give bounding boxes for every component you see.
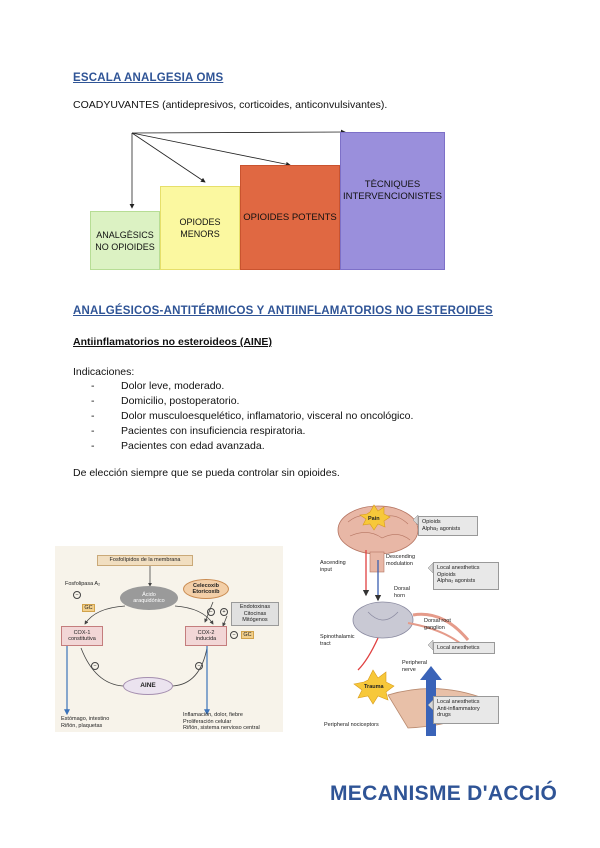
step-analgesics: ANALGÈSICS NO OPIOIDES [90,211,160,270]
minus-circle: − [73,591,81,599]
subtitle-aine: Antiinflamatorios no esteroideos (AINE) [73,336,272,348]
minus-circle: − [230,631,238,639]
minus-circle: − [207,608,215,616]
minus-circle: − [91,662,99,670]
celecoxib-ellipse: Celecoxib Etoricoxib [183,579,229,599]
coadyuvantes-text: COADYUVANTES (antidepresivos, corticoide… [73,99,388,111]
mechanism-title: MECANISME D'ACCIÓ [330,782,558,805]
ascending-label: Ascending input [320,560,346,573]
mediators-box: Endotoxinas Citocinas Mitógenos [231,602,279,626]
aine-ellipse: AINE [123,677,173,695]
membrane-box: Fosfolípidos de la membrana [97,555,193,566]
pain-star [359,504,391,531]
fosfolipasa-label: Fosfolipasa A₂ [65,581,101,587]
nociceptors-label: Peripheral nociceptors [324,722,379,728]
descending-label: Descending modulation [386,554,416,567]
list-item: -Dolor leve, moderado. [91,380,225,392]
cox1-box: COX-1 constitutiva [61,626,103,646]
indications-list: -Dolor leve, moderado. -Domicilio, posto… [91,379,413,454]
list-item: -Pacientes con edad avanzada. [91,440,265,452]
pain-diagram: Pain Opioids Alpha₂ agonists Ascending i… [318,500,548,740]
spinothalamic-label: Spinothalamic tract [320,634,355,647]
arrow-line [131,132,291,167]
local-anesthetics-box-2: Local anesthetics [433,642,495,654]
arrow-line [131,129,346,135]
step-opiodes-menors: OPIODES MENORS [160,186,240,270]
section-title-escala: ESCALA ANALGESIA OMS [73,72,224,84]
section-title-aine: ANALGÉSICOS-ANTITÉRMICOS Y ANTIINFLAMATO… [73,305,493,317]
list-item: -Domicilio, postoperatorio. [91,395,240,407]
cox-diagram: Fosfolípidos de la membrana Fosfolipasa … [55,546,283,732]
trauma-star [353,669,395,705]
step-tecniques: TÈCNIQUES INTERVENCIONISTES [340,132,445,270]
choice-note: De elección siempre que se pueda control… [73,467,340,479]
minus-circle: − [195,662,203,670]
output-cox1: Estómago, intestino Riñón, plaquetas [61,716,110,729]
drg-label: Dorsal root ganglion [424,618,451,631]
peripheral-nerve-label: Peripheral nerve [402,660,428,673]
cox2-box: COX-2 inducida [185,626,227,646]
opioids-box: Opioids Alpha₂ agonists [418,516,478,536]
pain-label: Pain [368,516,380,522]
list-item: -Pacientes con insuficiencia respiratori… [91,425,306,437]
output-cox2: Inflamación, dolor, fiebre Proliferación… [183,712,260,731]
arrows-diagram [129,129,346,209]
list-item: -Dolor musculoesquelético, inflamatorio,… [91,410,414,422]
dorsal-horn-label: Dorsal horn [394,586,410,599]
step-opioides-potents: OPIOIDES POTENTS [240,165,340,270]
acido-ellipse: Ácido araquidónico [120,586,178,610]
trauma-label: Trauma [364,684,384,690]
local-anesthetics-box-1: Local anesthetics Opioids Alpha₂ agonist… [433,562,499,590]
local-anesthetics-box-3: Local anesthetics Anti-inflammatory drug… [433,696,499,724]
indications-label: Indicaciones: [73,366,135,378]
cox-diagram-lines [64,566,228,716]
plus-circle: + [220,608,228,616]
gc-badge-2: GC [241,631,254,639]
arrow-line [131,132,206,183]
gc-badge-1: GC [82,604,95,612]
